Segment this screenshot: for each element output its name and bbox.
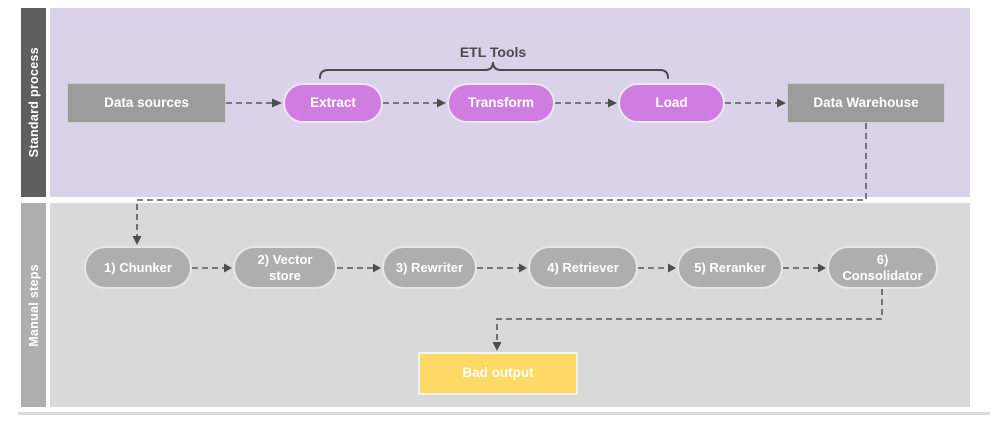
- node-data-sources: Data sources: [67, 83, 226, 123]
- arrowhead-icon: [818, 263, 826, 273]
- arrowhead-icon: [132, 236, 142, 245]
- node-consolidator: 6) Consolidator: [827, 246, 938, 289]
- connector-rewriter-to-retriever: [477, 263, 527, 273]
- arrowhead-icon: [519, 263, 527, 273]
- node-bad-output: Bad output: [418, 352, 578, 395]
- connector-retriever-to-reranker: [638, 263, 676, 273]
- connector-warehouse-to-chunker: [132, 123, 867, 245]
- node-rewriter: 3) Rewriter: [382, 246, 477, 289]
- etl-tools-brace-icon: [319, 61, 669, 79]
- arrowhead-icon: [224, 263, 232, 273]
- arrowhead-icon: [668, 263, 676, 273]
- arrowhead-icon: [373, 263, 381, 273]
- connector-vector-store-to-rewriter: [337, 263, 381, 273]
- node-reranker: 5) Reranker: [677, 246, 783, 289]
- connector-extract-to-transform: [383, 98, 446, 108]
- lane-standard-process-header: Standard process: [21, 8, 46, 197]
- etl-tools-group-label: ETL Tools: [459, 44, 527, 60]
- connector-data-sources-to-extract: [226, 98, 282, 108]
- arrowhead-icon: [777, 98, 786, 108]
- connector-transform-to-load: [555, 98, 617, 108]
- node-retriever: 4) Retriever: [528, 246, 638, 289]
- connector-chunker-to-vector-store: [192, 263, 232, 273]
- arrowhead-icon: [272, 98, 282, 108]
- node-extract: Extract: [283, 83, 383, 123]
- page-edge-line: [18, 412, 990, 415]
- node-chunker: 1) Chunker: [84, 246, 192, 289]
- connector-consolidator-to-bad-output: [492, 289, 883, 351]
- connector-load-to-warehouse: [725, 98, 786, 108]
- node-vector-store: 2) Vector store: [233, 246, 337, 289]
- node-data-warehouse: Data Warehouse: [787, 83, 945, 123]
- connector-reranker-to-consolidator: [783, 263, 826, 273]
- arrowhead-icon: [492, 342, 502, 351]
- arrowhead-icon: [608, 98, 617, 108]
- node-load: Load: [618, 83, 725, 123]
- node-transform: Transform: [447, 83, 555, 123]
- lane-manual-steps-header: Manual steps: [21, 203, 46, 407]
- arrowhead-icon: [437, 98, 446, 108]
